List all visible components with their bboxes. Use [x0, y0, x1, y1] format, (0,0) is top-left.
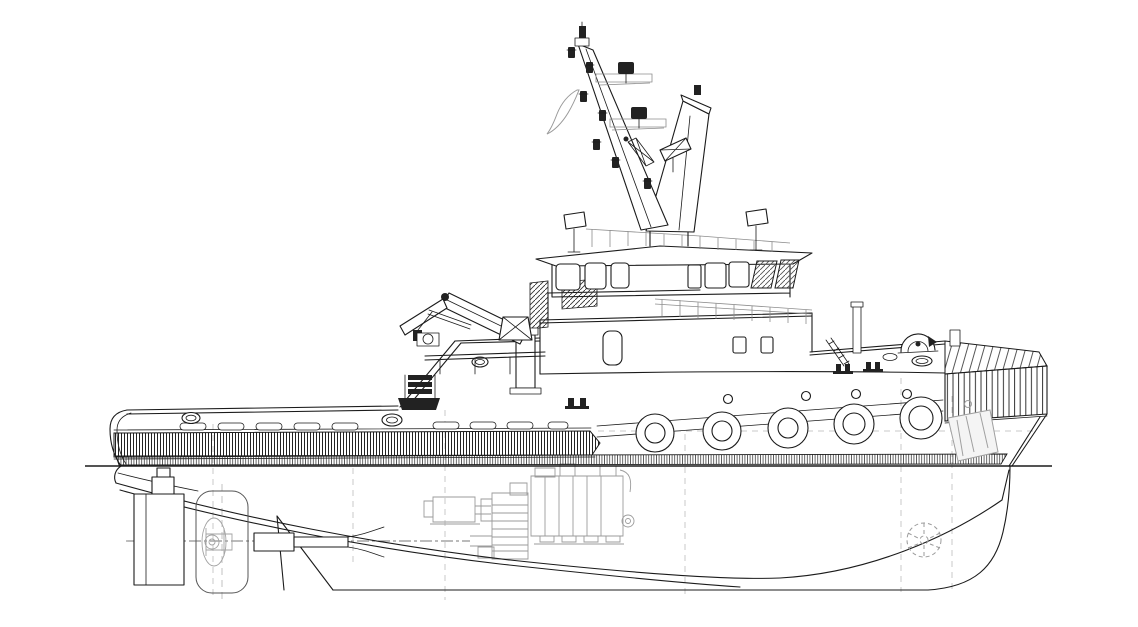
fairleads: [182, 357, 488, 426]
bow-fender: [945, 341, 1047, 423]
crane-cylinder: [428, 310, 471, 329]
engine-room-machinery: [424, 464, 634, 559]
signal-projector: [660, 138, 691, 172]
inclined-ladder: [826, 338, 849, 366]
forecastle-fittings: [826, 302, 960, 374]
rudder: [134, 468, 184, 585]
fender-band-thick: [114, 431, 600, 457]
navigation-lights: [567, 47, 652, 189]
wheelhouse-roof: [536, 246, 812, 266]
anchor: [948, 401, 998, 462]
aft-bulwark-top: [127, 406, 398, 414]
generator: [424, 497, 491, 524]
aft-stair: [530, 281, 548, 329]
winch-housing: [417, 333, 439, 346]
deck-pipe: [851, 302, 863, 353]
funnel-casing: [646, 85, 711, 232]
roof-railing: [586, 229, 790, 252]
rudder-stock: [152, 477, 174, 494]
deck-scuttle: [912, 356, 932, 366]
searchlights: [564, 209, 768, 252]
hull-fenders: [636, 397, 942, 452]
deckhouse-window: [733, 337, 746, 353]
stack-light: [694, 85, 701, 95]
towing-gear: [398, 352, 589, 410]
small-portholes: [724, 390, 912, 404]
windlass-pawl: [928, 336, 937, 347]
skeg: [277, 516, 333, 590]
masthead-light: [579, 26, 586, 38]
freeing-ports: [180, 422, 568, 430]
vent-pipe: [950, 330, 960, 346]
propeller: [202, 518, 232, 566]
bow-thruster: [907, 523, 941, 557]
slat-fender: [945, 366, 1047, 421]
boat-deck-edge: [540, 313, 812, 323]
anchor-windlass: [898, 334, 938, 353]
deckhouse-window: [761, 337, 773, 353]
stern-tube-boss: [348, 527, 384, 557]
deck-scuttle-small: [883, 354, 897, 361]
hull-side: [110, 341, 1047, 466]
stack-cap: [681, 95, 711, 114]
main-engine: [510, 464, 634, 544]
deckhouse: [400, 313, 812, 409]
bow-underwater-profile: [928, 466, 1010, 590]
deck-crane: [400, 293, 541, 394]
main-deck-line: [540, 372, 945, 374]
deckhouse-door: [603, 331, 622, 365]
kort-nozzle: [196, 491, 248, 593]
crane-jib: [400, 299, 447, 335]
mast: [567, 22, 668, 230]
propeller-shaft: [254, 527, 384, 557]
radar-antennas: [596, 62, 666, 130]
hull-underwater: [115, 466, 1010, 590]
chine-line-lower: [120, 490, 740, 587]
stem-line: [1009, 414, 1047, 466]
boat-deck-railing: [655, 299, 812, 324]
fender-band-thin: [116, 454, 1007, 465]
whip-antenna: [623, 136, 655, 167]
flag: [547, 90, 579, 134]
wheelhouse-front-windows: [688, 260, 799, 288]
bollards: [833, 362, 883, 374]
wheelhouse-aft-windows: [556, 263, 629, 290]
